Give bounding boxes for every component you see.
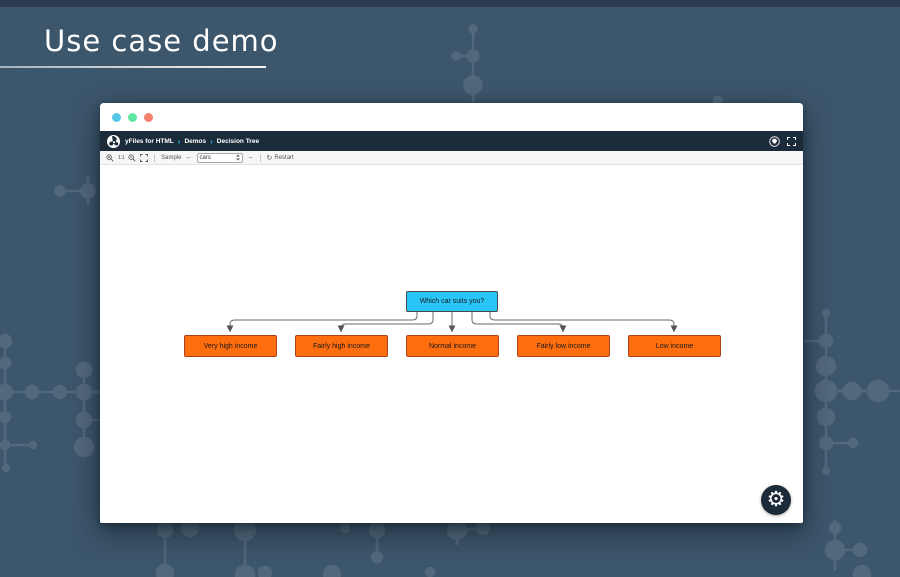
fullscreen-icon[interactable] (787, 136, 796, 146)
sample-select-value: cars (199, 154, 211, 161)
sample-select[interactable]: cars (196, 152, 243, 163)
tree-node-root[interactable]: Which car suits you? (406, 291, 498, 312)
restart-button[interactable]: ↻ Restart (267, 154, 294, 162)
select-stepper-icon (235, 154, 240, 161)
window-titlebar (100, 103, 803, 131)
zoom-in-icon[interactable] (106, 153, 114, 162)
toolbar-separator (259, 153, 261, 162)
tree-node-fairly-low-income[interactable]: Fairly low income (517, 335, 610, 357)
window-control-red[interactable] (144, 112, 153, 122)
zoom-reset-button[interactable]: 1:1 (118, 154, 125, 161)
window-control-blue[interactable] (112, 112, 121, 122)
yfiles-logo-icon (107, 134, 120, 148)
sample-label: Sample (161, 154, 182, 161)
tree-node-low-income[interactable]: Low income (628, 335, 721, 357)
demo-toolbar: 1:1 Sample ← cars → ↻ Restart (100, 151, 803, 165)
window-control-green[interactable] (128, 112, 137, 122)
breadcrumb-separator: › (177, 136, 181, 146)
settings-button[interactable]: ⚙ (761, 485, 791, 515)
breadcrumb-app-title[interactable]: yFiles for HTML (125, 137, 174, 145)
zoom-out-icon[interactable] (128, 153, 136, 162)
tree-node-very-high-income[interactable]: Very high income (184, 335, 277, 357)
previous-sample-button[interactable]: ← (185, 154, 193, 161)
gear-icon: ⚙ (766, 486, 786, 511)
top-accent-strip (0, 0, 900, 7)
breadcrumb-current-page: Decision Tree (216, 137, 260, 145)
page-title: Use case demo (44, 24, 279, 58)
tree-edges (226, 312, 678, 333)
tree-node-fairly-high-income[interactable]: Fairly high income (295, 335, 388, 357)
graph-canvas[interactable]: Which car suits you? Very high income Fa… (100, 165, 803, 523)
next-sample-button[interactable]: → (246, 154, 254, 161)
restart-label: Restart (274, 154, 294, 161)
github-icon[interactable] (769, 135, 780, 147)
toolbar-separator (154, 153, 156, 162)
breadcrumb-separator: › (210, 136, 213, 146)
fit-content-icon[interactable] (140, 153, 149, 162)
browser-window: yFiles for HTML › Demos › Decision Tree … (100, 103, 803, 523)
breadcrumb-demos[interactable]: Demos (184, 137, 207, 145)
restart-icon: ↻ (266, 154, 273, 162)
demo-navbar: yFiles for HTML › Demos › Decision Tree (100, 131, 803, 151)
title-underline (0, 66, 266, 68)
tree-node-normal-income[interactable]: Normal income (406, 335, 499, 357)
